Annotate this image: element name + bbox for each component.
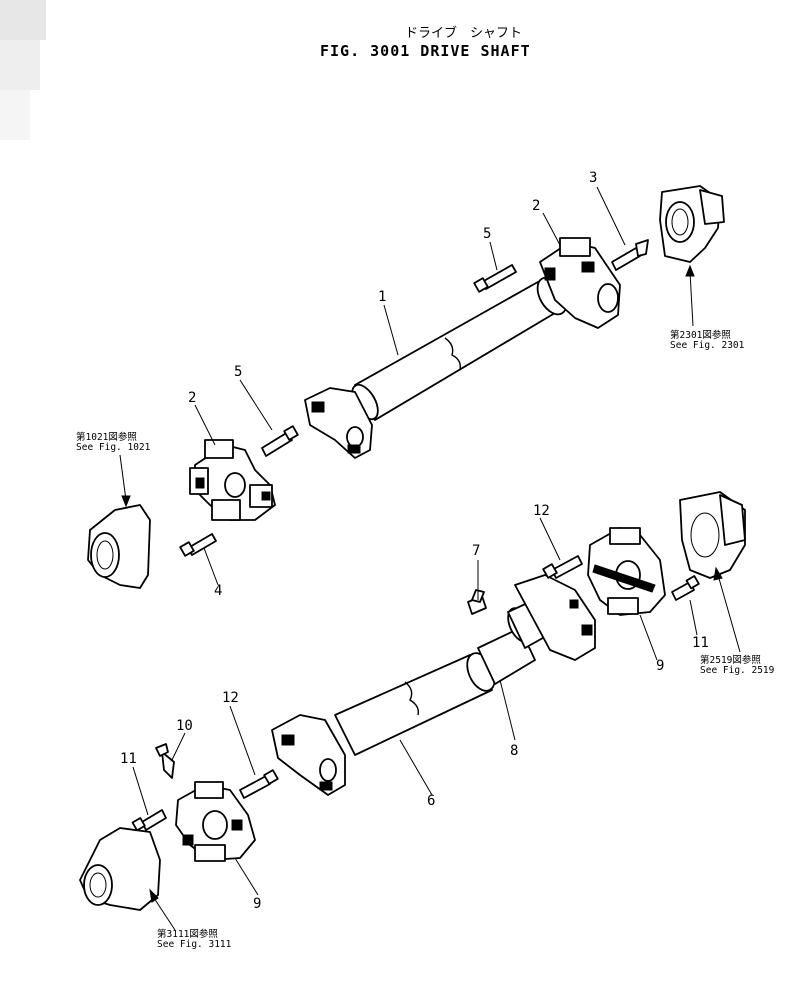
grease-fitting-10 — [155, 743, 175, 779]
callout-11-right: 11 — [692, 635, 709, 651]
housing-fig2301 — [659, 185, 725, 263]
universal-joint-left — [189, 439, 276, 521]
reference-1021-en: See Fig. 1021 — [76, 442, 151, 453]
reference-2301-en: See Fig. 2301 — [670, 340, 745, 351]
reference-2519-en: See Fig. 2519 — [700, 665, 775, 676]
callout-2-upper: 2 — [532, 198, 540, 214]
reference-3111-jp: 第3111図参照 — [157, 928, 218, 940]
housing-fig3111 — [79, 827, 161, 911]
callout-12-right: 12 — [533, 503, 550, 519]
bolt-4 — [179, 533, 217, 557]
leader-lines — [119, 186, 741, 931]
bolt-5-left — [261, 425, 299, 457]
housing-fig1021 — [87, 504, 151, 589]
reference-1021-jp: 第1021図参照 — [76, 431, 137, 443]
callout-12-left: 12 — [222, 690, 239, 706]
flange-yoke-upper-left — [304, 387, 373, 459]
callout-8: 8 — [510, 743, 518, 759]
bolt-5-upper — [473, 264, 517, 293]
callout-6: 6 — [427, 793, 435, 809]
universal-joint-lower-left — [175, 781, 256, 862]
scan-artifact — [0, 0, 46, 140]
reference-2519-jp: 第2519図参照 — [700, 654, 761, 666]
bolt-12-left — [239, 769, 279, 799]
bolt-12-right — [542, 555, 583, 579]
title-japanese: ドライブ シャフト — [405, 25, 522, 41]
universal-joint-lower-right — [587, 527, 666, 616]
universal-joint-upper-right — [539, 237, 621, 329]
reference-2301-jp: 第2301図参照 — [670, 329, 731, 341]
bolt-11-right — [671, 575, 700, 601]
callout-4: 4 — [214, 583, 222, 599]
callout-3: 3 — [589, 170, 597, 186]
drive-shaft-tube-lower — [334, 652, 496, 756]
callout-5-left: 5 — [234, 364, 242, 380]
callout-9-left: 9 — [253, 896, 261, 912]
callout-9-right: 9 — [656, 658, 664, 674]
flange-yoke-lower-left — [271, 714, 346, 796]
callout-10: 10 — [176, 718, 193, 734]
reference-3111-en: See Fig. 3111 — [157, 939, 232, 950]
callout-7: 7 — [472, 543, 480, 559]
callout-2-left: 2 — [188, 390, 196, 406]
figure-title: FIG. 3001 DRIVE SHAFT — [320, 42, 531, 60]
grease-fitting-3 — [611, 239, 649, 271]
grease-fitting-7 — [467, 589, 487, 615]
housing-fig2519 — [679, 491, 746, 579]
callout-5-upper: 5 — [483, 226, 491, 242]
callout-1: 1 — [378, 289, 386, 305]
bolt-11-left — [131, 809, 167, 832]
callout-11-left: 11 — [120, 751, 137, 767]
